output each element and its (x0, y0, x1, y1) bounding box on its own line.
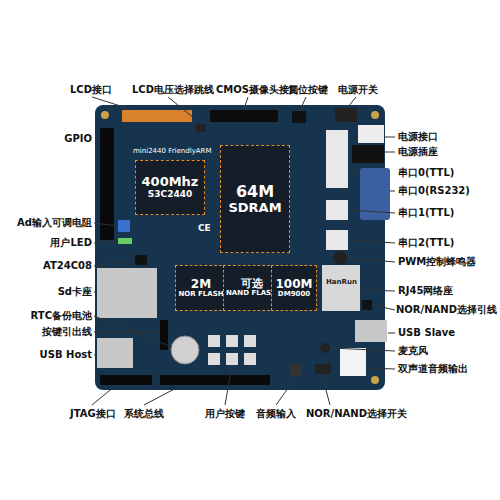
callout-label: 串口0(TTL) (398, 167, 454, 179)
system-bus (160, 375, 270, 385)
buzzer (333, 251, 347, 265)
callout-label: NOR/NAND选择开关 (306, 408, 407, 420)
chip-box: 2MNOR FLASH (175, 265, 227, 311)
cmos-header (210, 110, 278, 122)
callout-label: 麦克风 (398, 345, 428, 357)
power-socket (352, 145, 384, 163)
sd-slot (97, 268, 157, 318)
chip-marking: NAND FLASH (226, 290, 277, 298)
callout-label: 串口2(TTL) (398, 237, 454, 249)
chip-box: 400MhzS3C2440 (135, 160, 205, 215)
board-print: HanRun (326, 276, 357, 288)
rj45-jack (322, 265, 360, 311)
callout-label: 用户LED (50, 237, 92, 249)
audio-jack (340, 348, 366, 376)
callout-label: 串口1(TTL) (398, 207, 454, 219)
chip-box: 100MDM9000 (271, 265, 317, 311)
callout-label: NOR/NAND选择引线 (396, 304, 497, 316)
callout-label: 系统总线 (124, 408, 164, 420)
callout-label: 复位按键 (288, 84, 328, 96)
pcb-board (95, 105, 385, 390)
callout-label: 音频输入 (256, 408, 296, 420)
chip-marking: DM9000 (278, 291, 310, 299)
chip-marking: 可选 (241, 278, 263, 290)
callout-label: CMOS摄像头接口 (216, 84, 299, 96)
callout-label: GPIO (64, 133, 92, 145)
callout-label: Sd卡座 (58, 286, 92, 298)
callout-label: 双声道音频输出 (398, 363, 468, 375)
pcb-board: mini2440 FriendlyARM 400MhzS3C2440 64MSDRA… (95, 105, 385, 390)
callout-label: 电源接口 (398, 131, 438, 143)
callout-label: Ad输入可调电阻 (17, 217, 92, 229)
power-connector (358, 125, 384, 143)
usb-slave (355, 320, 387, 342)
callout-label: RTC备份电池 (31, 310, 92, 322)
serial-header (326, 130, 348, 188)
callout-label: USB Slave (398, 327, 455, 339)
callout-label: 按键引出线 (42, 326, 92, 338)
chip-marking: 2M (191, 278, 211, 291)
callout-label: LCD接口 (70, 84, 112, 96)
leader-lines (92, 97, 395, 405)
callout-label: LCD电压选择跳线 (132, 84, 214, 96)
callout-label: 用户按键 (205, 408, 245, 420)
power-switch (335, 108, 357, 122)
chip-box: 64MSDRAM (220, 145, 290, 253)
callout-label: USB Host (40, 349, 92, 361)
callout-label: 串口0(RS232) (398, 185, 470, 197)
callout-label: RJ45网络座 (398, 285, 453, 297)
chip-marking: SDRAM (228, 201, 281, 215)
lcd-connector (122, 110, 192, 122)
board-print: CE (198, 222, 211, 234)
usb-host (97, 338, 133, 368)
callout-label: PWM控制蜂鸣器 (398, 256, 476, 268)
chip-marking: NOR FLASH (178, 291, 223, 299)
gpio-header (100, 128, 114, 240)
chip-marking: 64M (236, 183, 274, 201)
reset-button (292, 111, 306, 123)
callout-label: 电源插座 (398, 146, 438, 158)
callout-label: 电源开关 (338, 84, 378, 96)
chip-marking: 100M (276, 278, 313, 291)
callout-label: JTAG接口 (70, 408, 116, 420)
chip-marking: S3C2440 (148, 190, 192, 200)
chip-marking: 400Mhz (142, 175, 199, 189)
board-silkscreen: mini2440 FriendlyARM (133, 147, 212, 155)
rtc-battery (171, 336, 199, 364)
callout-label: AT24C08 (43, 260, 92, 272)
jtag-header (100, 375, 152, 385)
